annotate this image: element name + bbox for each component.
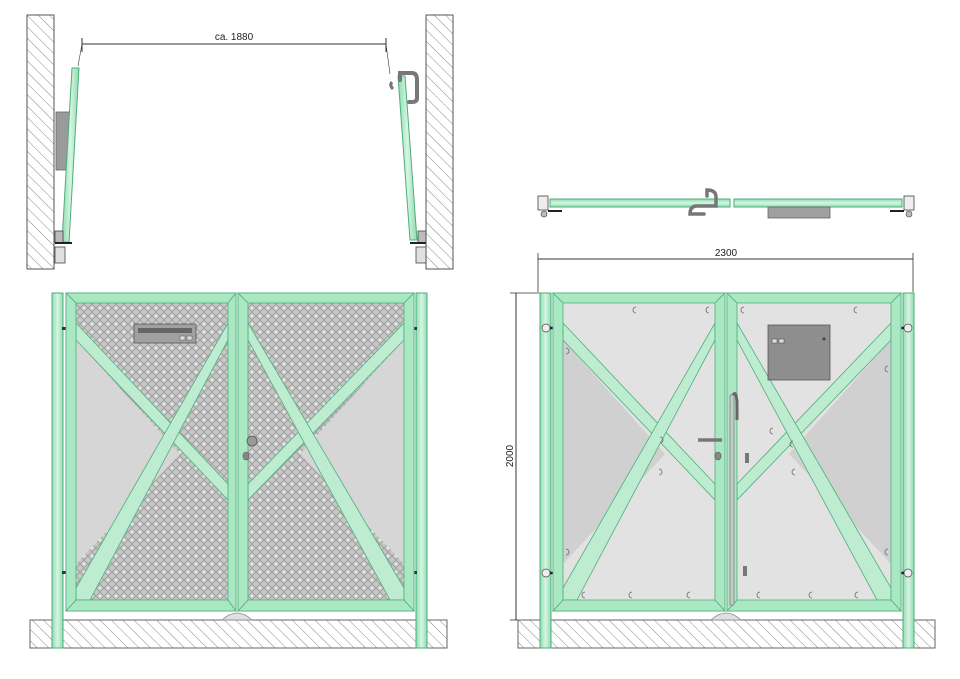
right-plan-view <box>537 188 915 219</box>
dimension-label-width: 2300 <box>715 248 738 259</box>
dimension-label-height: 2000 <box>505 444 516 467</box>
floor-stop-right <box>709 612 743 621</box>
right-plan-left-leaf <box>549 198 731 208</box>
floor-stop-left <box>220 612 254 621</box>
left-post <box>51 292 64 649</box>
right-post <box>415 292 428 649</box>
box-rear <box>767 324 831 381</box>
right-plan-right-leaf <box>733 198 903 208</box>
right-elevation-view: 2300 2000 <box>505 248 936 649</box>
dimension-gate-height: 2000 <box>505 292 540 621</box>
right-leaf-front <box>237 292 415 613</box>
right-elev-right-post <box>902 292 915 649</box>
handle-plan-closed <box>688 188 718 216</box>
right-leaf-plan <box>397 75 418 241</box>
left-elevation-view <box>29 291 448 649</box>
ground-right <box>517 619 936 649</box>
hinge-plan-right <box>890 195 915 218</box>
right-elev-left-post <box>539 292 552 649</box>
left-wall <box>26 14 55 270</box>
left-plan-view: ca. 1880 <box>26 14 454 270</box>
ground-left <box>29 619 448 649</box>
dimension-label-opening: ca. 1880 <box>215 32 254 43</box>
dimension-opening-width: ca. 1880 <box>77 32 391 75</box>
hinge-plan-left <box>537 195 562 218</box>
right-wall <box>425 14 454 270</box>
handle-plan <box>398 71 419 104</box>
drop-bolt-and-handle <box>698 392 749 606</box>
left-hinge-plan <box>54 230 72 264</box>
rear-right-leaf <box>726 292 902 613</box>
mounting-tabs <box>565 306 889 599</box>
rear-left-leaf <box>552 292 726 613</box>
right-hinge-plan <box>410 230 427 264</box>
left-leaf-front <box>65 291 237 613</box>
letterbox-front <box>133 323 197 344</box>
lock-front <box>242 435 258 461</box>
dimension-gate-width: 2300 <box>537 248 914 292</box>
box-plan <box>767 206 831 219</box>
